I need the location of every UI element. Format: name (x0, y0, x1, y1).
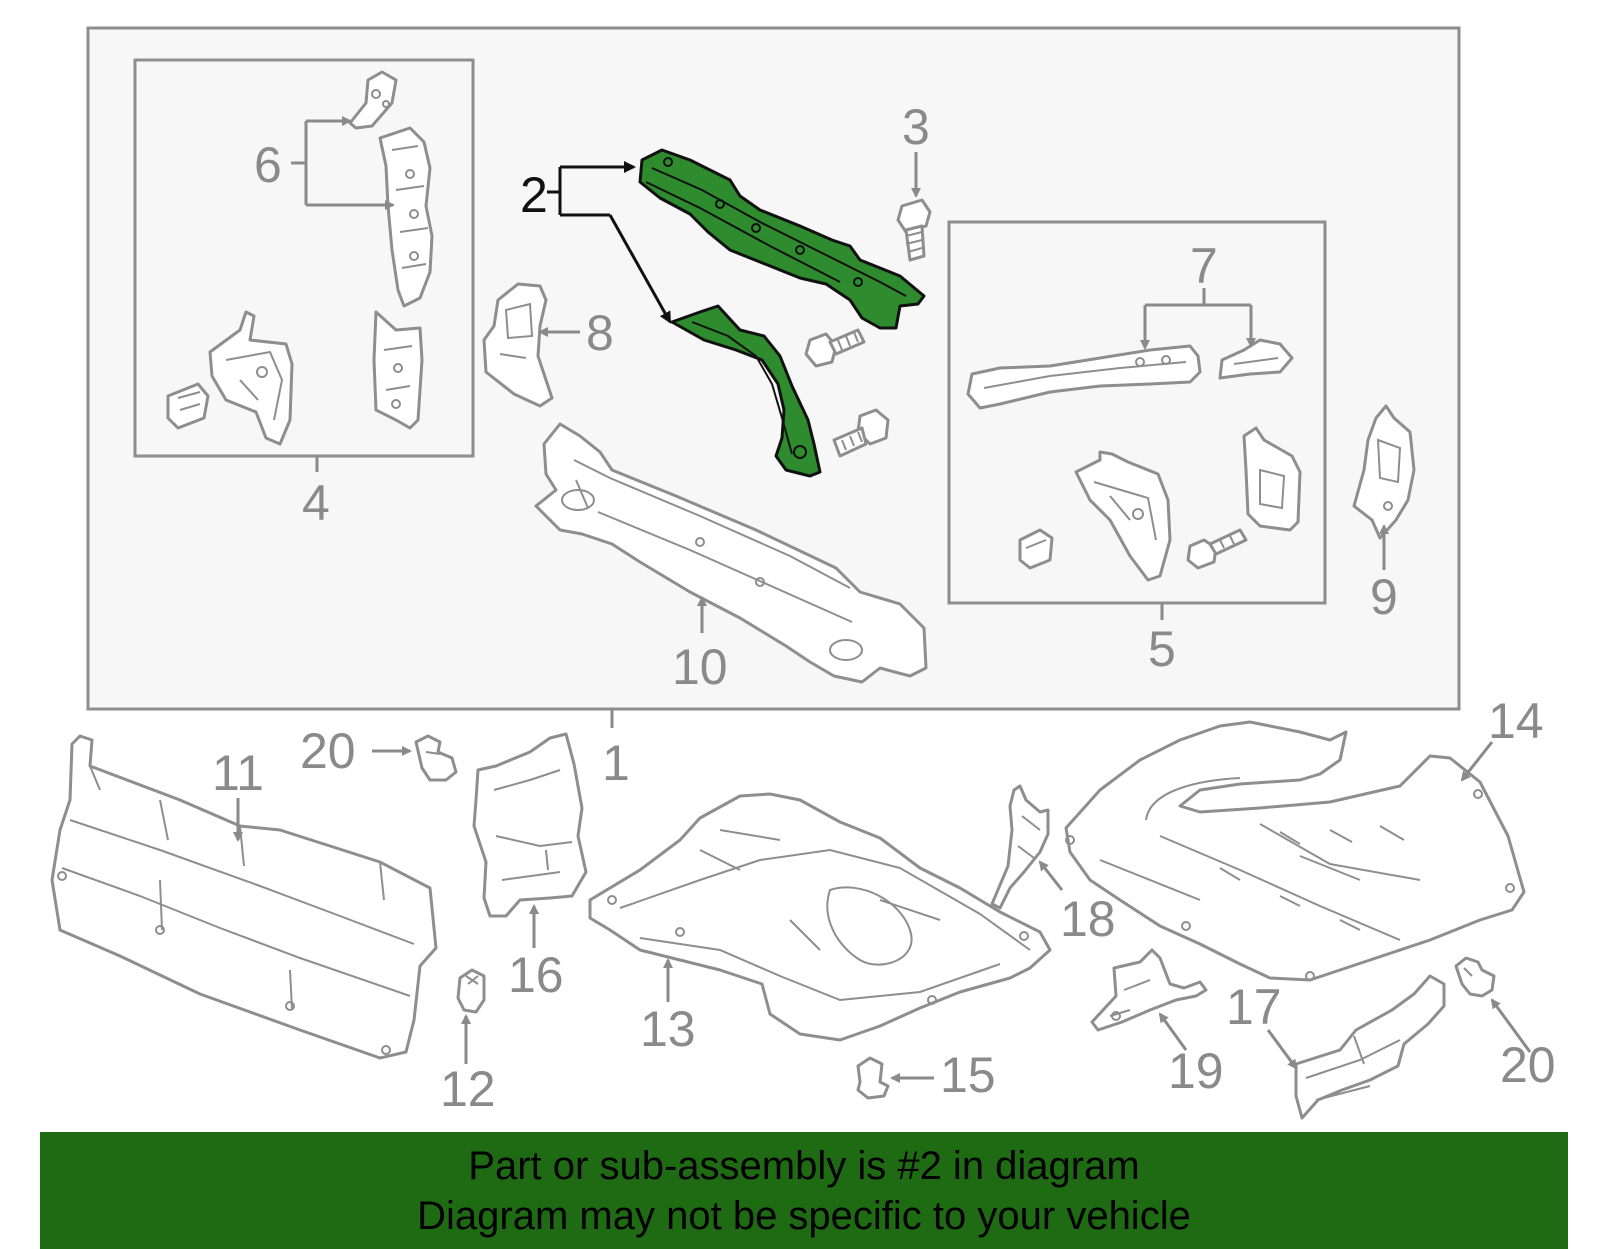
callout-2: 2 (520, 167, 548, 223)
bolt-center-upper (804, 328, 866, 368)
part-14-undercover-rear (1064, 720, 1526, 982)
part-4-bracket-left (208, 310, 294, 446)
leader-2 (547, 161, 672, 324)
part-12-clip (456, 968, 486, 1014)
callout-4: 4 (302, 475, 330, 531)
part-4-clip-small (166, 382, 210, 430)
callout-12: 12 (440, 1061, 496, 1117)
part-5-bracket (1074, 450, 1172, 582)
callout-19: 19 (1168, 1043, 1224, 1099)
callout-11: 11 (212, 745, 264, 801)
part-3-bolt (896, 198, 932, 262)
callout-9: 9 (1370, 569, 1398, 625)
leader-17 (1266, 1029, 1298, 1070)
part-6-pillar (378, 126, 434, 308)
part-6-upper-bracket (348, 70, 398, 130)
part-5-bolt (1186, 528, 1248, 570)
callout-20-right: 20 (1500, 1037, 1556, 1093)
leader-20-right (1490, 998, 1532, 1053)
info-banner: Part or sub-assembly is #2 in diagram Di… (40, 1132, 1568, 1249)
part-10-crossmember (534, 422, 928, 684)
part-18-bracket (990, 784, 1050, 910)
part-15-clip (856, 1056, 890, 1100)
leader-6 (291, 116, 395, 210)
callout-15: 15 (940, 1047, 996, 1103)
part-11-shield (50, 734, 438, 1060)
callout-1: 1 (602, 735, 630, 791)
callout-5: 5 (1148, 621, 1176, 677)
part-20-clip-left (414, 734, 458, 782)
callout-8: 8 (586, 305, 614, 361)
callout-3: 3 (902, 99, 930, 155)
part-20-clip-right (1454, 956, 1496, 998)
callout-17: 17 (1226, 979, 1282, 1035)
part-5-clip (1018, 528, 1054, 570)
leader-18 (1038, 860, 1064, 891)
part-13-undercover (588, 792, 1052, 1042)
callout-10: 10 (672, 639, 728, 695)
subassembly-box-4 (133, 58, 475, 458)
part-2-upper-member (638, 148, 926, 330)
banner-line-2: Diagram may not be specific to your vehi… (417, 1193, 1191, 1238)
callout-7: 7 (1190, 238, 1218, 294)
part-2-lower-brace (670, 304, 822, 478)
callout-20-left: 20 (300, 723, 356, 779)
callout-18: 18 (1060, 891, 1116, 947)
part-16-splash (472, 732, 588, 918)
callout-16: 16 (508, 947, 564, 1003)
callout-6: 6 (254, 137, 282, 193)
part-5-plate (1242, 426, 1302, 532)
bolt-center-lower (832, 408, 890, 458)
subassembly-box-5 (947, 220, 1327, 605)
leader-14 (1460, 741, 1494, 782)
leader-7 (1140, 288, 1256, 350)
part-17-splash-right (1294, 974, 1446, 1120)
part-19-bracket (1090, 948, 1208, 1032)
callout-13: 13 (640, 1001, 696, 1057)
banner-line-1: Part or sub-assembly is #2 in diagram (468, 1143, 1140, 1188)
part-7-upper-member (966, 344, 1202, 410)
part-9-bracket (1352, 404, 1416, 540)
part-4-bracket-right (372, 310, 424, 430)
callout-14: 14 (1488, 693, 1544, 749)
leader-19 (1158, 1012, 1188, 1051)
part-8-bracket (482, 282, 554, 408)
